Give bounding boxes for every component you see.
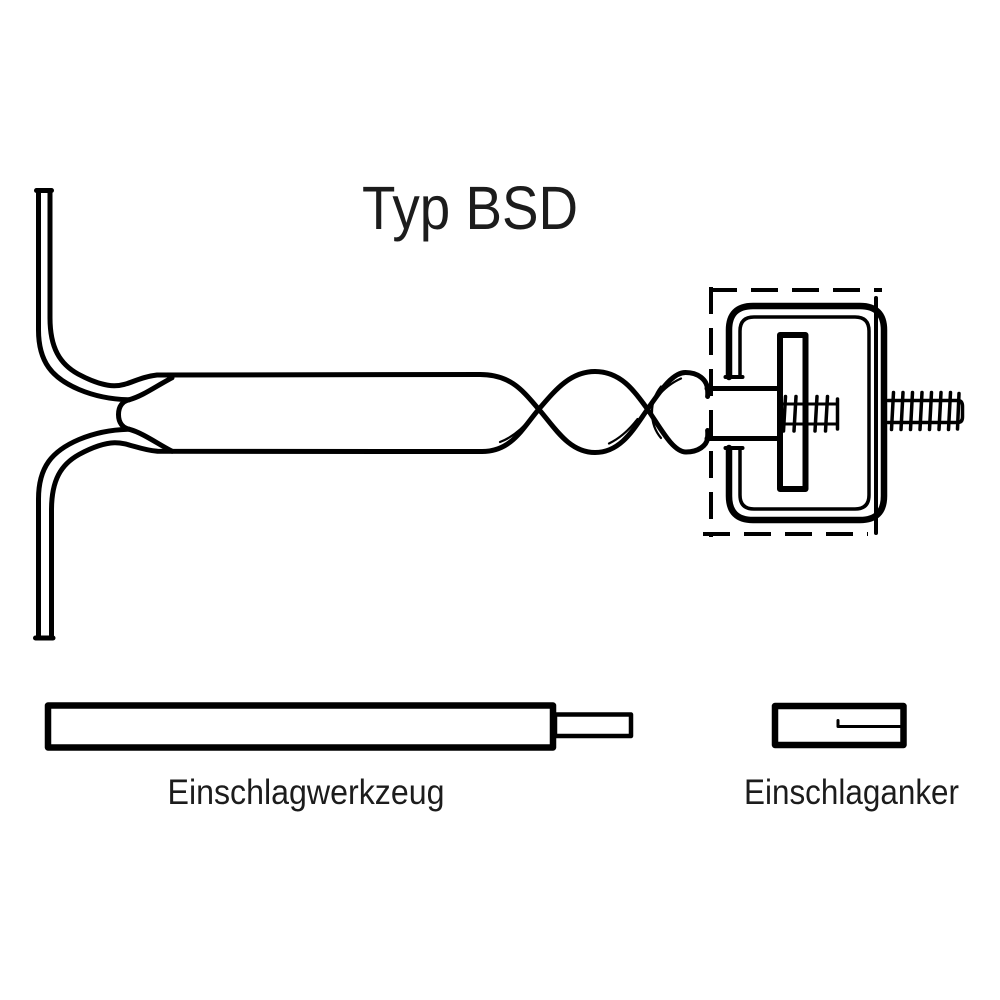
internal-thread-tick <box>823 394 830 433</box>
wing-inner-bottom-line <box>49 440 485 641</box>
fold-upper-arm <box>126 375 175 403</box>
wing-band-drawing <box>33 188 485 641</box>
twist-sliver-2b <box>652 377 683 402</box>
internal-thread <box>779 394 840 433</box>
rod-thread-tick <box>946 390 953 432</box>
rod-thread-tick <box>908 390 915 432</box>
internal-thread-tick <box>813 394 819 433</box>
wing-inner-top-line <box>47 188 483 389</box>
internal-thread-tick <box>781 394 788 433</box>
rod-thread-tick <box>918 390 924 432</box>
drop-in-anchor-drawing <box>771 702 907 749</box>
drop-in-anchor-slot-line <box>836 719 903 728</box>
sleeve-outer-wall <box>725 302 888 524</box>
rod-thread-tick <box>899 390 905 432</box>
sleeve-inner-wall <box>738 315 871 511</box>
twist-sliver-1a <box>498 416 533 444</box>
twist-sliver-1b <box>545 374 579 402</box>
internal-thread-tick <box>792 394 798 433</box>
threaded-rod <box>886 390 965 432</box>
setting-tool-label: Einschlagwerkzeug <box>168 772 445 812</box>
internal-thread-tick <box>802 394 809 433</box>
setting-tool-body <box>44 702 557 751</box>
twist-sliver-2a <box>607 417 639 445</box>
rod-thread-tick <box>955 391 961 431</box>
rod-thread-tick <box>927 390 934 432</box>
drop-in-anchor-label: Einschlaganker <box>744 772 959 812</box>
setting-tool-drawing <box>44 702 634 751</box>
rod-thread-tick <box>889 390 896 432</box>
twist-end-sliver <box>650 385 663 440</box>
rod-thread-tick <box>937 390 943 432</box>
diagram-title: Typ BSD <box>362 174 578 242</box>
anchor-sleeve-cross-section <box>723 302 888 524</box>
twisted-shaft-drawing <box>477 369 781 455</box>
wing-outer-contour <box>36 188 132 641</box>
setting-tool-tip <box>552 712 634 739</box>
drill-hole-dashed-outline <box>703 287 882 537</box>
